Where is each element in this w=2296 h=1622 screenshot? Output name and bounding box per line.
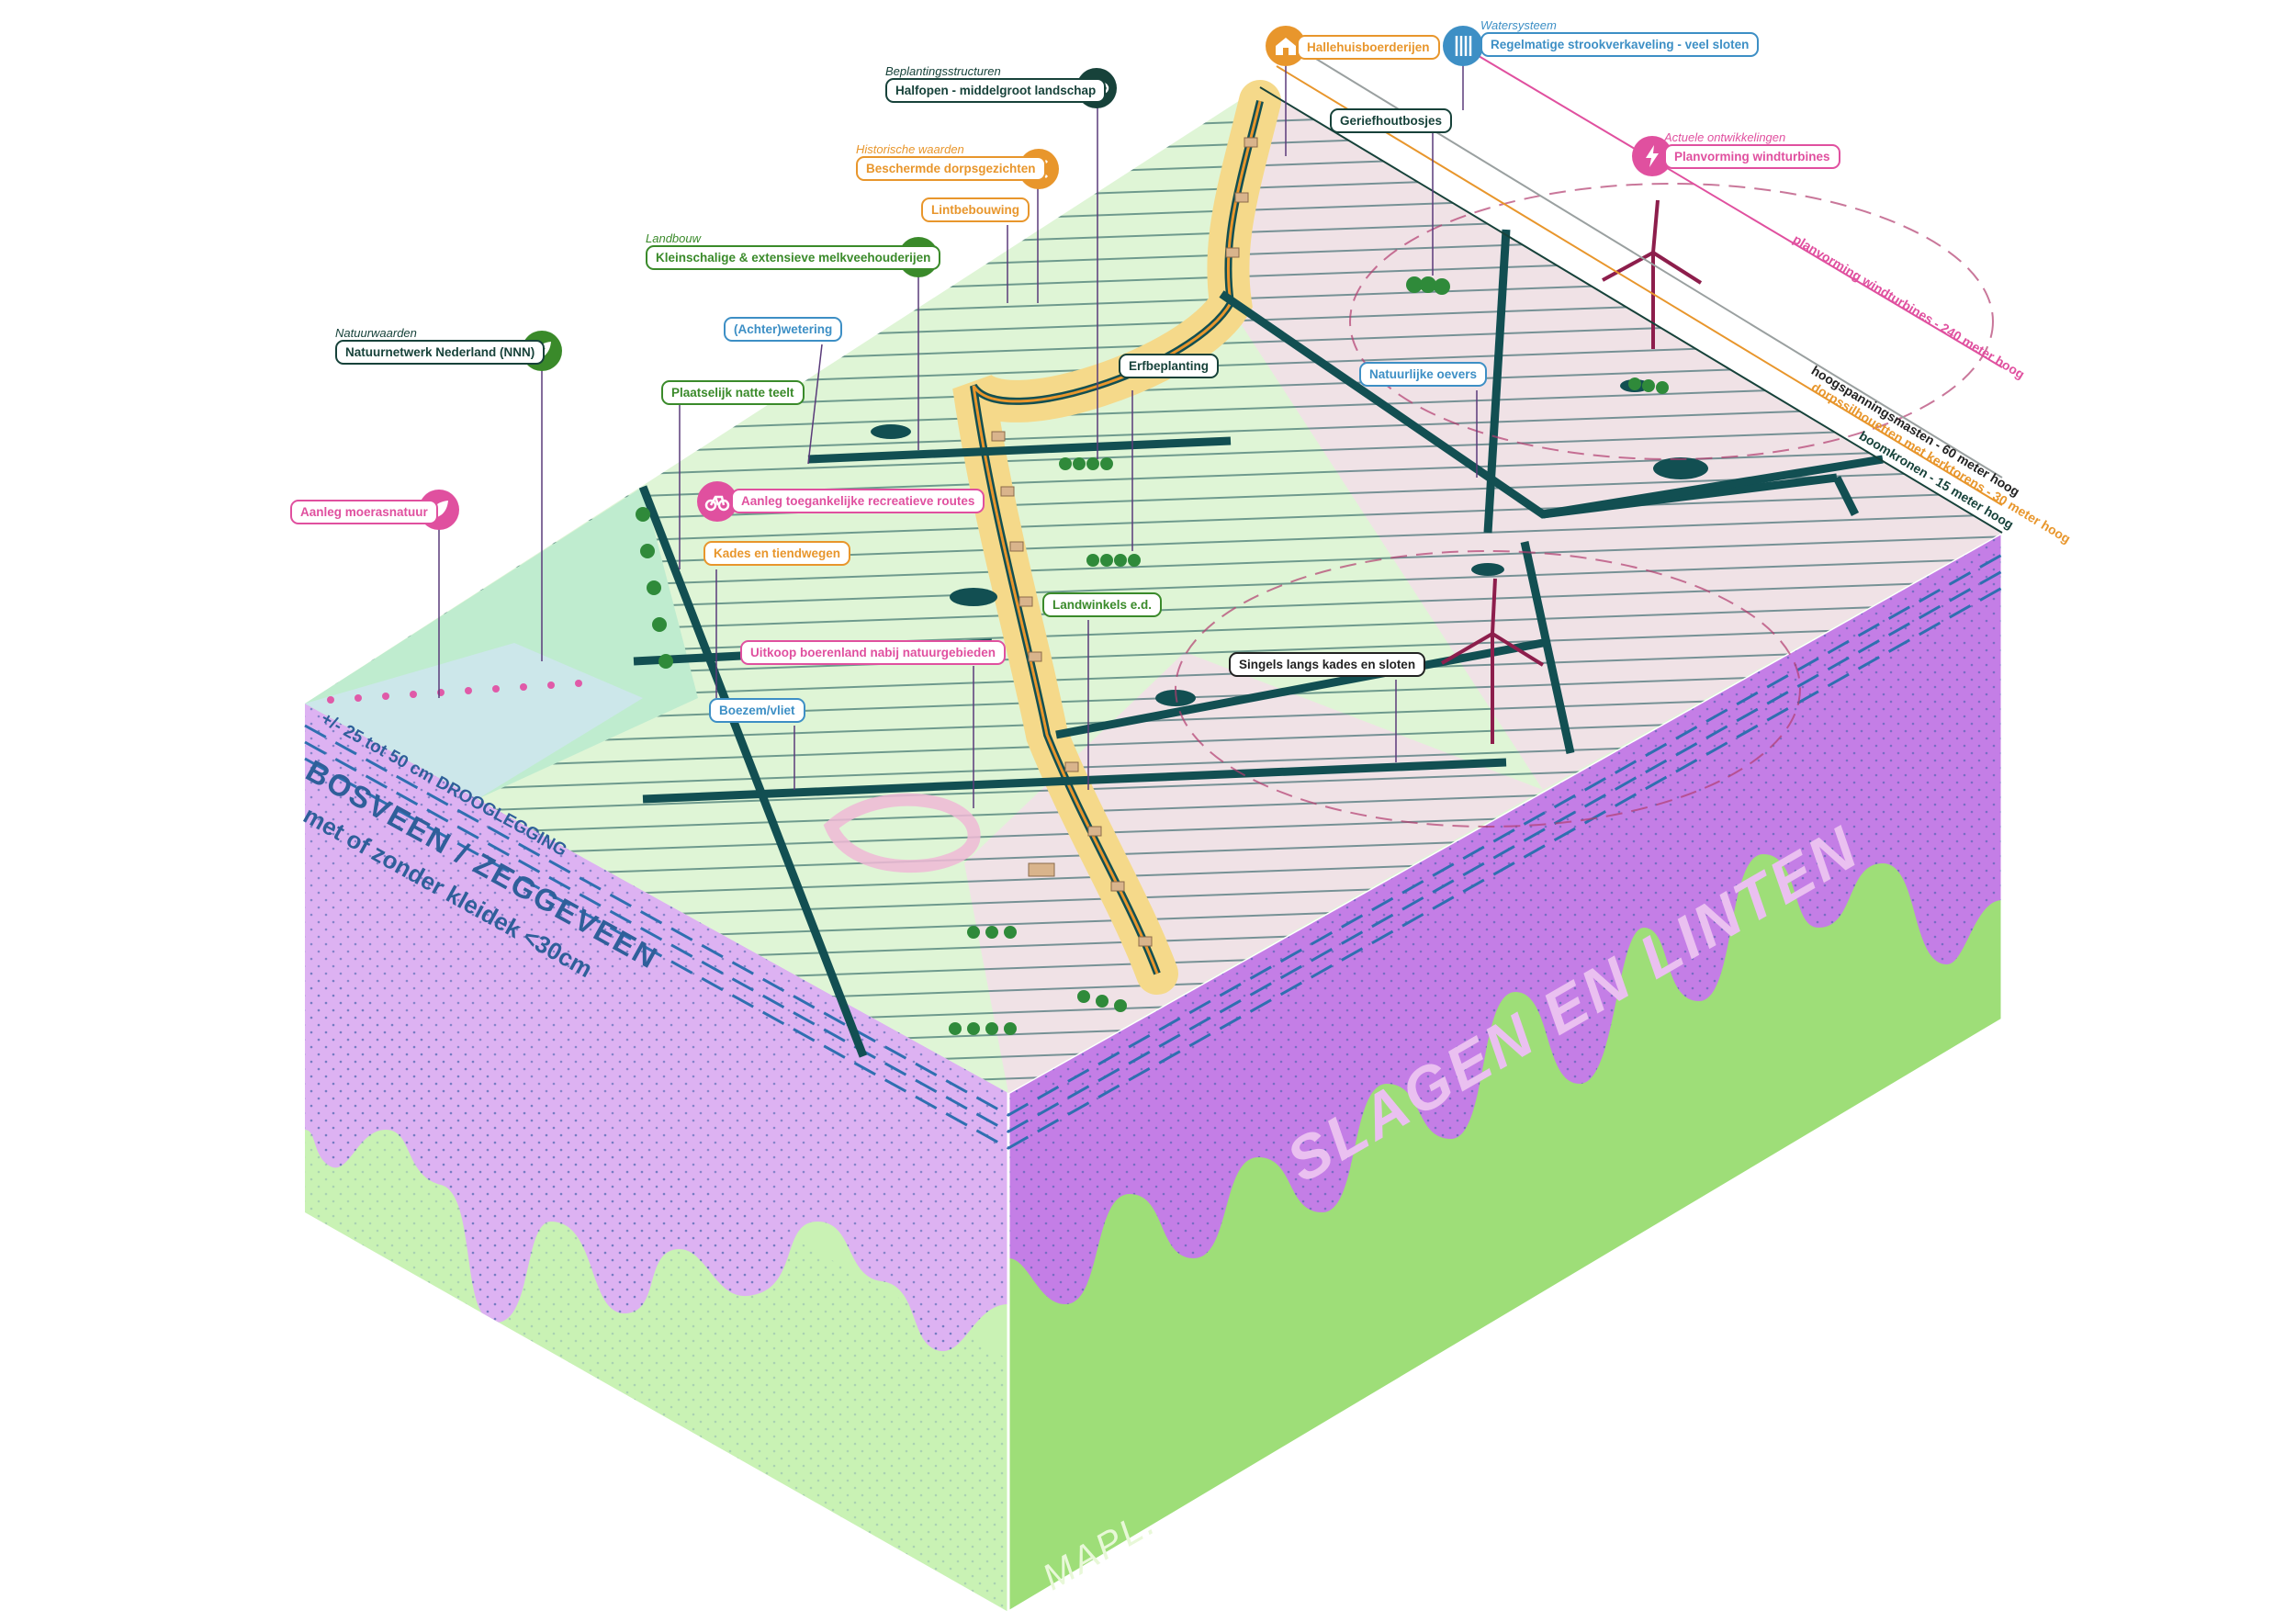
label-recreatieve-routes: Aanleg toegankelijke recreatieve routes bbox=[731, 489, 985, 513]
label-uitkoop-boerenland: Uitkoop boerenland nabij natuurgebieden bbox=[740, 640, 1007, 665]
height-lines bbox=[1259, 45, 2003, 534]
label-box: Beschermde dorpsgezichten bbox=[856, 156, 1046, 181]
label-box: Geriefhoutbosjes bbox=[1330, 108, 1453, 133]
leader-lines bbox=[438, 46, 1478, 808]
label-box: Lintbebouwing bbox=[921, 197, 1030, 222]
label-box: Halfopen - middelgroot landschap bbox=[885, 78, 1107, 103]
label-landbouw: Landbouw Kleinschalige & extensieve melk… bbox=[646, 231, 941, 270]
label-natuurlijke-oevers: Natuurlijke oevers bbox=[1359, 362, 1488, 387]
label-box: Erfbeplanting bbox=[1119, 354, 1219, 378]
label-moerasnatuur: Aanleg moerasnatuur bbox=[290, 500, 438, 524]
label-lintbebouwing: Lintbebouwing bbox=[921, 197, 1030, 222]
label-natte-teelt: Plaatselijk natte teelt bbox=[661, 380, 805, 405]
label-box: Singels langs kades en sloten bbox=[1229, 652, 1426, 677]
label-box: Aanleg moerasnatuur bbox=[290, 500, 438, 524]
label-box: Uitkoop boerenland nabij natuurgebieden bbox=[740, 640, 1007, 665]
bicycle-icon bbox=[697, 481, 737, 522]
label-box: Plaatselijk natte teelt bbox=[661, 380, 805, 405]
label-landwinkels: Landwinkels e.d. bbox=[1042, 592, 1163, 617]
label-singels: Singels langs kades en sloten bbox=[1229, 652, 1426, 677]
label-box: Kleinschalige & extensieve melkveehouder… bbox=[646, 245, 941, 270]
label-achterwetering: (Achter)wetering bbox=[724, 317, 843, 342]
label-box: Planvorming windturbines bbox=[1664, 144, 1840, 169]
category-title: Beplantingsstructuren bbox=[885, 64, 1001, 78]
label-geriefhoutbosjes: Geriefhoutbosjes bbox=[1330, 108, 1453, 133]
wind-turbines bbox=[1440, 199, 1703, 744]
drainage-lines bbox=[304, 553, 2003, 1150]
category-title: Historische waarden bbox=[856, 142, 964, 156]
label-hallehuisboerderijen: Hallehuisboerderijen bbox=[1297, 35, 1440, 60]
label-historische-waarden: Historische waarden Beschermde dorpsgezi… bbox=[856, 142, 1046, 181]
label-box: Regelmatige strookverkaveling - veel slo… bbox=[1480, 32, 1760, 57]
category-title: Actuele ontwikkelingen bbox=[1664, 130, 1786, 144]
block-right-face bbox=[1007, 530, 2004, 1615]
top-surface bbox=[305, 80, 2002, 1093]
label-box: Kades en tiendwegen bbox=[703, 541, 851, 566]
label-box: Landwinkels e.d. bbox=[1042, 592, 1163, 617]
block-left-face bbox=[305, 704, 1008, 1612]
category-title: Natuurwaarden bbox=[335, 326, 417, 340]
label-box: Hallehuisboerderijen bbox=[1297, 35, 1440, 60]
category-title: Landbouw bbox=[646, 231, 701, 245]
label-erfbeplanting: Erfbeplanting bbox=[1119, 354, 1219, 378]
label-box: Boezem/vliet bbox=[709, 698, 805, 723]
label-box: Natuurnetwerk Nederland (NNN) bbox=[335, 340, 546, 365]
label-beplantingsstructuren: Beplantingsstructuren Halfopen - middelg… bbox=[885, 64, 1107, 103]
ditches-icon bbox=[1443, 26, 1483, 66]
label-natuurwaarden: Natuurwaarden Natuurnetwerk Nederland (N… bbox=[335, 326, 546, 365]
label-watersysteem: Watersysteem Regelmatige strookverkaveli… bbox=[1480, 18, 1760, 57]
label-kades-tiendwegen: Kades en tiendwegen bbox=[703, 541, 851, 566]
label-boezem-vliet: Boezem/vliet bbox=[709, 698, 805, 723]
label-box: Natuurlijke oevers bbox=[1359, 362, 1488, 387]
label-box: Aanleg toegankelijke recreatieve routes bbox=[731, 489, 985, 513]
category-title: Watersysteem bbox=[1480, 18, 1557, 32]
label-actuele-ontwikkelingen: Actuele ontwikkelingen Planvorming windt… bbox=[1664, 130, 1840, 169]
label-box: (Achter)wetering bbox=[724, 317, 843, 342]
